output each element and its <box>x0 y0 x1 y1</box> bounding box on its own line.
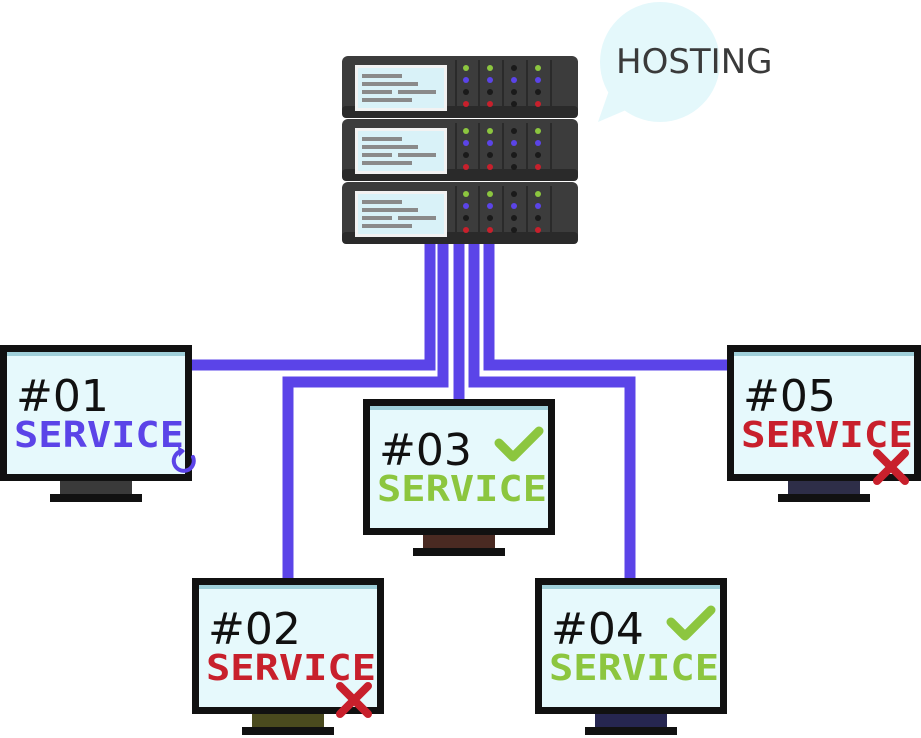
status-led <box>487 89 493 95</box>
status-led <box>535 152 541 158</box>
monitor-number: #05 <box>743 371 836 422</box>
status-led <box>535 65 541 71</box>
server-unit <box>342 182 578 244</box>
status-led <box>487 101 493 107</box>
status-led <box>535 101 541 107</box>
status-led <box>511 203 517 209</box>
monitor-screen <box>542 585 720 707</box>
monitor-screen <box>199 585 377 707</box>
status-led <box>487 203 493 209</box>
status-led <box>535 203 541 209</box>
status-led <box>487 77 493 83</box>
status-led <box>487 215 493 221</box>
status-led <box>535 128 541 134</box>
status-led <box>535 89 541 95</box>
monitor-screen <box>7 352 185 474</box>
cable-01 <box>190 244 436 371</box>
monitor-neck <box>423 535 495 549</box>
status-led <box>487 227 493 233</box>
status-led <box>535 140 541 146</box>
status-led <box>511 101 517 107</box>
status-led <box>487 164 493 170</box>
status-led <box>463 164 469 170</box>
monitor-neck <box>252 714 324 728</box>
monitor-neck <box>60 481 132 495</box>
status-led <box>511 128 517 134</box>
status-led <box>535 77 541 83</box>
service-monitors: #01SERVICE#02SERVICE#03SERVICE#04SERVICE… <box>0 345 921 735</box>
status-led <box>511 140 517 146</box>
network-cables <box>190 244 728 580</box>
cable-02 <box>282 244 449 580</box>
monitor-number: #01 <box>16 371 109 422</box>
status-led <box>487 140 493 146</box>
status-led <box>463 203 469 209</box>
service-label: SERVICE <box>549 648 719 689</box>
hosting-bubble: HOSTING <box>598 2 773 122</box>
refresh-icon <box>171 446 196 473</box>
status-led <box>511 164 517 170</box>
status-led <box>511 227 517 233</box>
cross-icon <box>336 682 372 718</box>
monitor-number: #04 <box>551 604 644 655</box>
monitor-screen <box>370 406 548 528</box>
status-led <box>535 227 541 233</box>
status-led <box>535 191 541 197</box>
checkmark-icon <box>494 426 544 462</box>
status-led <box>463 77 469 83</box>
status-led <box>487 152 493 158</box>
status-led <box>511 191 517 197</box>
status-led <box>487 65 493 71</box>
status-led <box>535 215 541 221</box>
status-led <box>463 215 469 221</box>
status-led <box>463 227 469 233</box>
status-led <box>487 191 493 197</box>
status-led <box>463 128 469 134</box>
status-led <box>463 89 469 95</box>
status-led <box>511 65 517 71</box>
monitor-screen <box>734 352 914 474</box>
server-rack <box>342 56 578 244</box>
service-label: SERVICE <box>741 415 913 456</box>
monitor-base <box>778 494 870 502</box>
monitor-base <box>50 494 142 502</box>
monitor-neck <box>595 714 667 728</box>
monitor-number: #03 <box>379 425 472 476</box>
status-led <box>511 77 517 83</box>
monitor-base <box>242 727 334 735</box>
status-led <box>487 128 493 134</box>
service-label: SERVICE <box>377 469 547 510</box>
monitor-neck <box>788 481 860 495</box>
status-led <box>511 152 517 158</box>
hosting-label: HOSTING <box>616 42 773 82</box>
service-label: SERVICE <box>206 648 376 689</box>
cable-05 <box>483 244 728 371</box>
server-unit <box>342 56 578 118</box>
status-led <box>463 101 469 107</box>
status-led <box>463 65 469 71</box>
status-led <box>463 140 469 146</box>
monitor-number: #02 <box>208 604 301 655</box>
checkmark-icon <box>666 605 716 641</box>
server-unit <box>342 119 578 181</box>
monitor-base <box>585 727 677 735</box>
status-led <box>463 191 469 197</box>
cross-icon <box>873 449 909 485</box>
status-led <box>535 164 541 170</box>
status-led <box>463 152 469 158</box>
service-label: SERVICE <box>14 415 184 456</box>
monitor-base <box>413 548 505 556</box>
status-led <box>511 215 517 221</box>
status-led <box>511 89 517 95</box>
cable-04 <box>468 244 636 580</box>
